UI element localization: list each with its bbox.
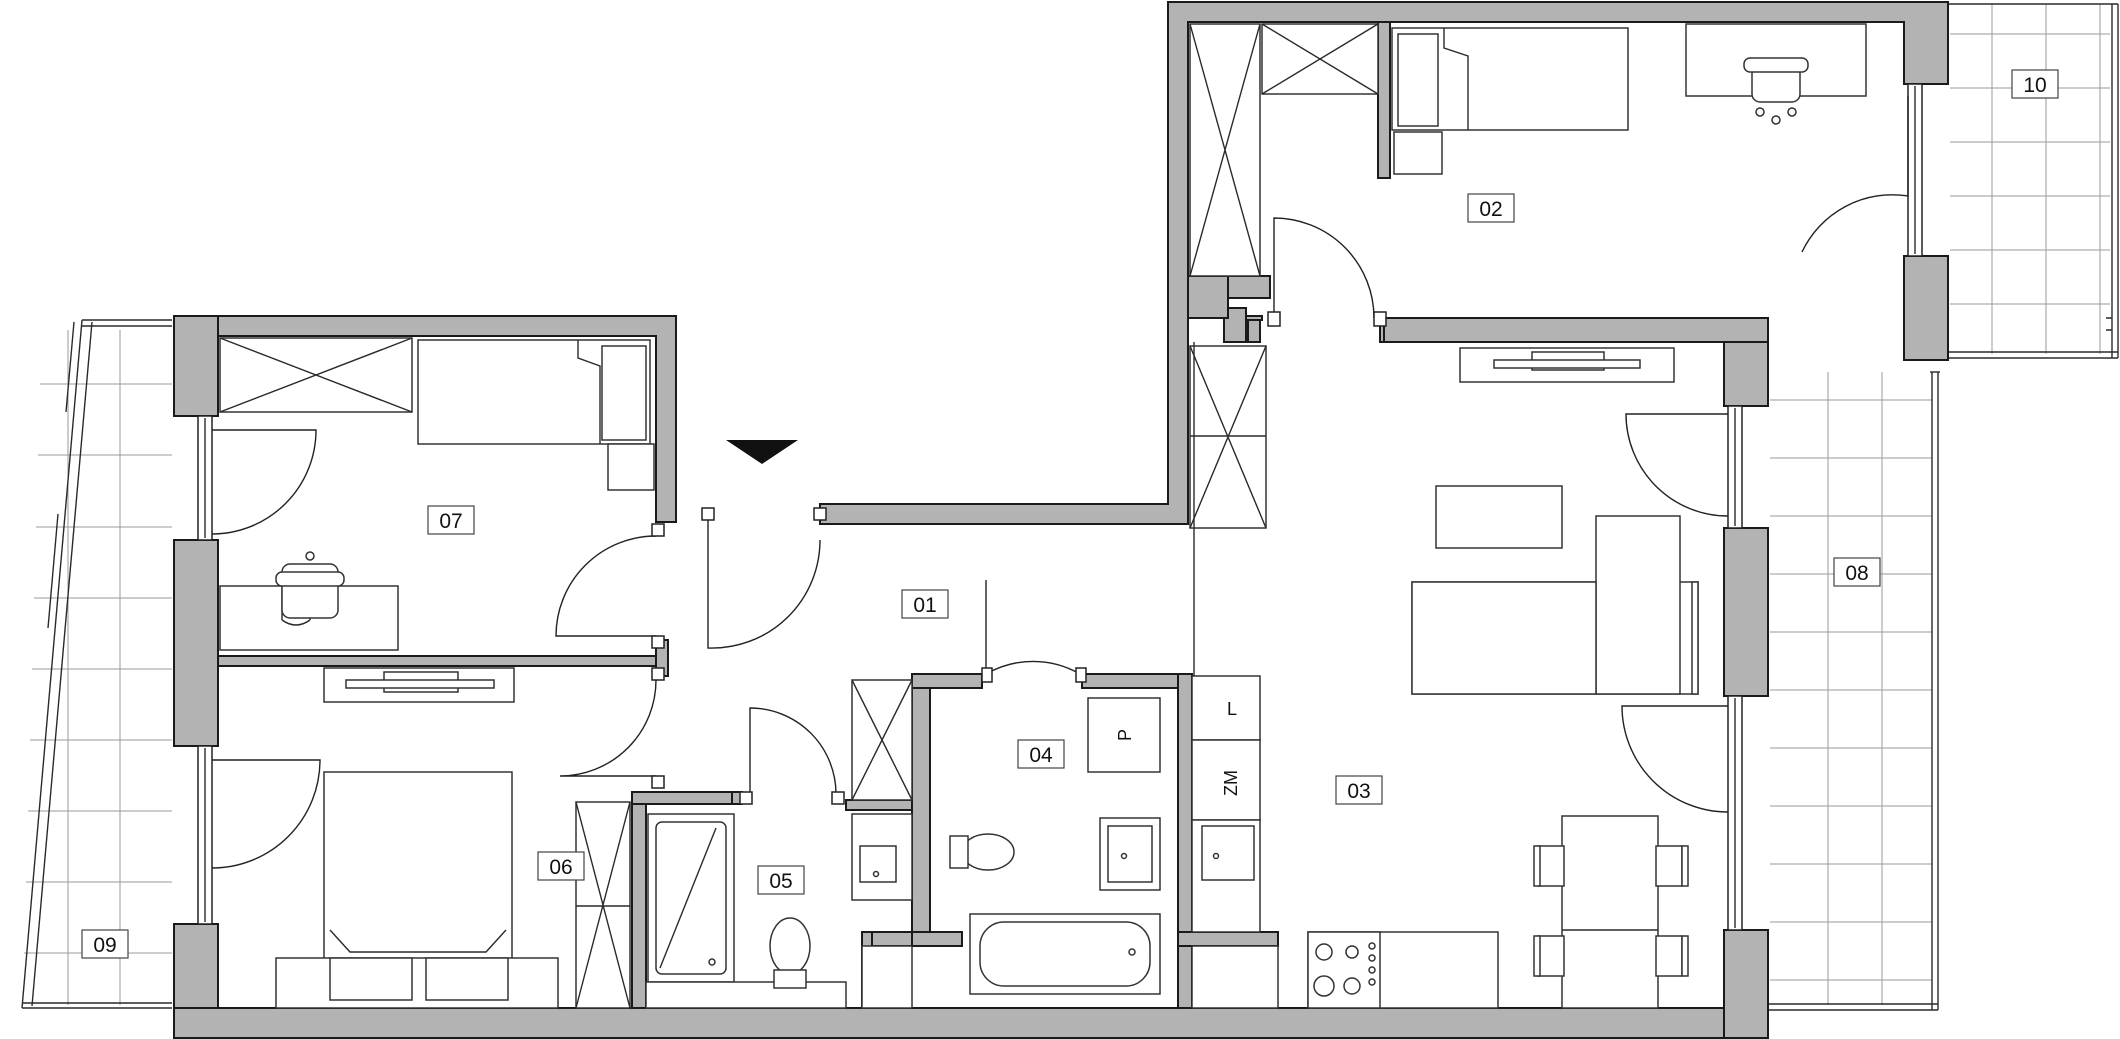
room-03-furniture: L ZM bbox=[1191, 347, 1699, 1009]
room-label-01: 01 bbox=[901, 589, 949, 619]
svg-text:02: 02 bbox=[1479, 198, 1502, 221]
room-02-furniture bbox=[1189, 23, 1867, 277]
entrance-arrow-icon bbox=[726, 440, 798, 464]
doors bbox=[211, 96, 1909, 869]
room-label-08: 08 bbox=[1833, 557, 1881, 587]
room-04-furniture: P bbox=[861, 697, 1279, 1009]
svg-text:09: 09 bbox=[93, 934, 116, 957]
inner-walls bbox=[217, 21, 1391, 1009]
washer-symbol: P bbox=[1115, 729, 1135, 741]
room-label-04: 04 bbox=[1017, 739, 1065, 769]
svg-text:07: 07 bbox=[439, 510, 462, 533]
room-label-09: 09 bbox=[81, 929, 129, 959]
room-label-03: 03 bbox=[1335, 775, 1383, 805]
room-06-furniture bbox=[275, 667, 631, 1009]
windows bbox=[197, 83, 1923, 931]
outer-walls bbox=[173, 1, 1949, 1039]
room-07-furniture bbox=[219, 337, 655, 651]
fridge-symbol: L bbox=[1227, 699, 1237, 719]
svg-text:05: 05 bbox=[769, 870, 792, 893]
svg-text:03: 03 bbox=[1347, 780, 1370, 803]
room-label-10: 10 bbox=[2011, 69, 2059, 99]
room-label-07: 07 bbox=[427, 505, 475, 535]
balcony-08 bbox=[1768, 369, 1940, 1011]
room-labels: 01 02 03 04 05 06 07 08 bbox=[81, 69, 2059, 959]
freezer-symbol: ZM bbox=[1221, 770, 1241, 796]
svg-text:10: 10 bbox=[2023, 74, 2046, 97]
room-label-02: 02 bbox=[1467, 193, 1515, 223]
room-label-06: 06 bbox=[537, 851, 585, 881]
balcony-10 bbox=[1948, 2, 2119, 359]
svg-text:01: 01 bbox=[913, 594, 936, 617]
corridor-closet bbox=[1189, 342, 1267, 676]
balcony-09 bbox=[21, 316, 174, 1009]
room-label-05: 05 bbox=[757, 865, 805, 895]
room-05-furniture bbox=[645, 679, 913, 1009]
svg-text:06: 06 bbox=[549, 856, 572, 879]
svg-text:08: 08 bbox=[1845, 562, 1868, 585]
svg-text:04: 04 bbox=[1029, 744, 1053, 767]
